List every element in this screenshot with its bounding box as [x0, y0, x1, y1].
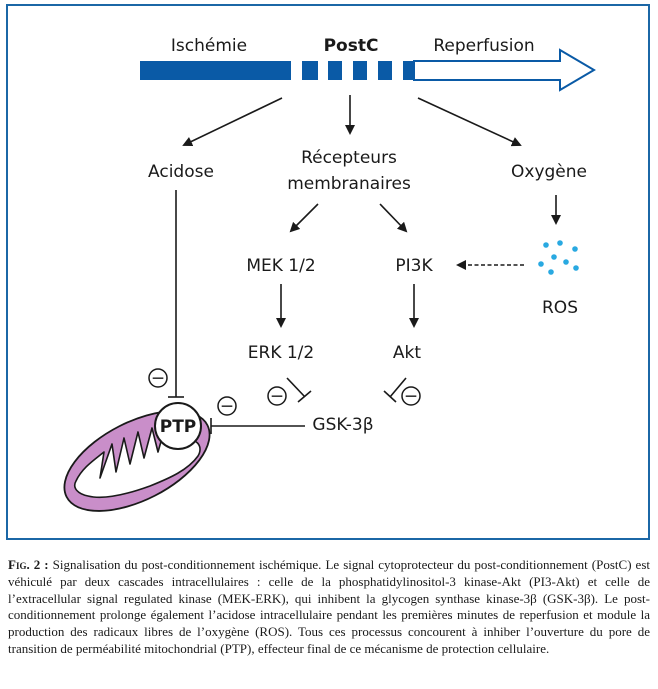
- arrow-to-pi3k: [379, 203, 408, 233]
- svg-text:−: −: [270, 387, 284, 407]
- svg-text:−: −: [220, 397, 234, 417]
- akt-minus-sign-icon: −: [401, 386, 421, 407]
- postc-label: PostC: [324, 36, 379, 56]
- akt-inhibits-gsk-bar: [383, 390, 397, 403]
- arrow-to-acidose: [182, 97, 283, 147]
- pi3k-label: PI3K: [395, 256, 433, 276]
- signaling-diagram: Ischémie PostC Reperfusion Acidose Récep…: [63, 36, 596, 512]
- arrow-to-mek: [289, 203, 319, 233]
- erk-label: ERK 1/2: [248, 343, 314, 363]
- gsk-minus-sign-icon: −: [217, 396, 237, 417]
- akt-inhibits-gsk-line: [389, 377, 407, 398]
- figure-caption: Fig. 2 : Signalisation du post-condition…: [8, 557, 650, 658]
- postc-dash-5: [403, 61, 413, 80]
- ischemia-bar: [140, 61, 291, 80]
- timeline: Ischémie PostC Reperfusion: [140, 36, 596, 92]
- recepteurs-label-line2: membranaires: [287, 174, 411, 194]
- svg-text:−: −: [151, 369, 165, 389]
- recepteurs-label-line1: Récepteurs: [301, 148, 397, 168]
- reperfusion-arrow: [413, 48, 596, 92]
- ptp-label: PTP: [160, 417, 197, 437]
- oxygene-label: Oxygène: [511, 162, 587, 182]
- akt-label: Akt: [393, 343, 421, 363]
- ischemie-label: Ischémie: [171, 36, 247, 56]
- mek-label: MEK 1/2: [246, 256, 315, 276]
- postc-dash-2: [328, 61, 342, 80]
- mitochondrion-icon: [63, 410, 211, 512]
- ros-label: ROS: [542, 298, 578, 318]
- erk-minus-sign-icon: −: [267, 386, 287, 407]
- acidose-minus-sign-icon: −: [148, 368, 168, 389]
- ptp-node: PTP: [154, 402, 202, 450]
- postc-dash-4: [378, 61, 392, 80]
- figure-label: Fig. 2 :: [8, 557, 49, 572]
- gsk-label: GSK-3β: [312, 415, 373, 435]
- reperfusion-label: Reperfusion: [433, 36, 534, 56]
- svg-text:−: −: [404, 387, 418, 407]
- acidose-label: Acidose: [148, 162, 214, 182]
- arrow-to-oxygene: [417, 97, 522, 147]
- postc-dash-1: [302, 61, 318, 80]
- postc-dash-3: [353, 61, 367, 80]
- ros-dots-icon: [538, 240, 579, 275]
- caption-text: Signalisation du post-conditionnement is…: [8, 557, 651, 656]
- erk-inhibits-gsk-bar: [297, 390, 312, 403]
- erk-inhibits-gsk-line: [286, 377, 306, 398]
